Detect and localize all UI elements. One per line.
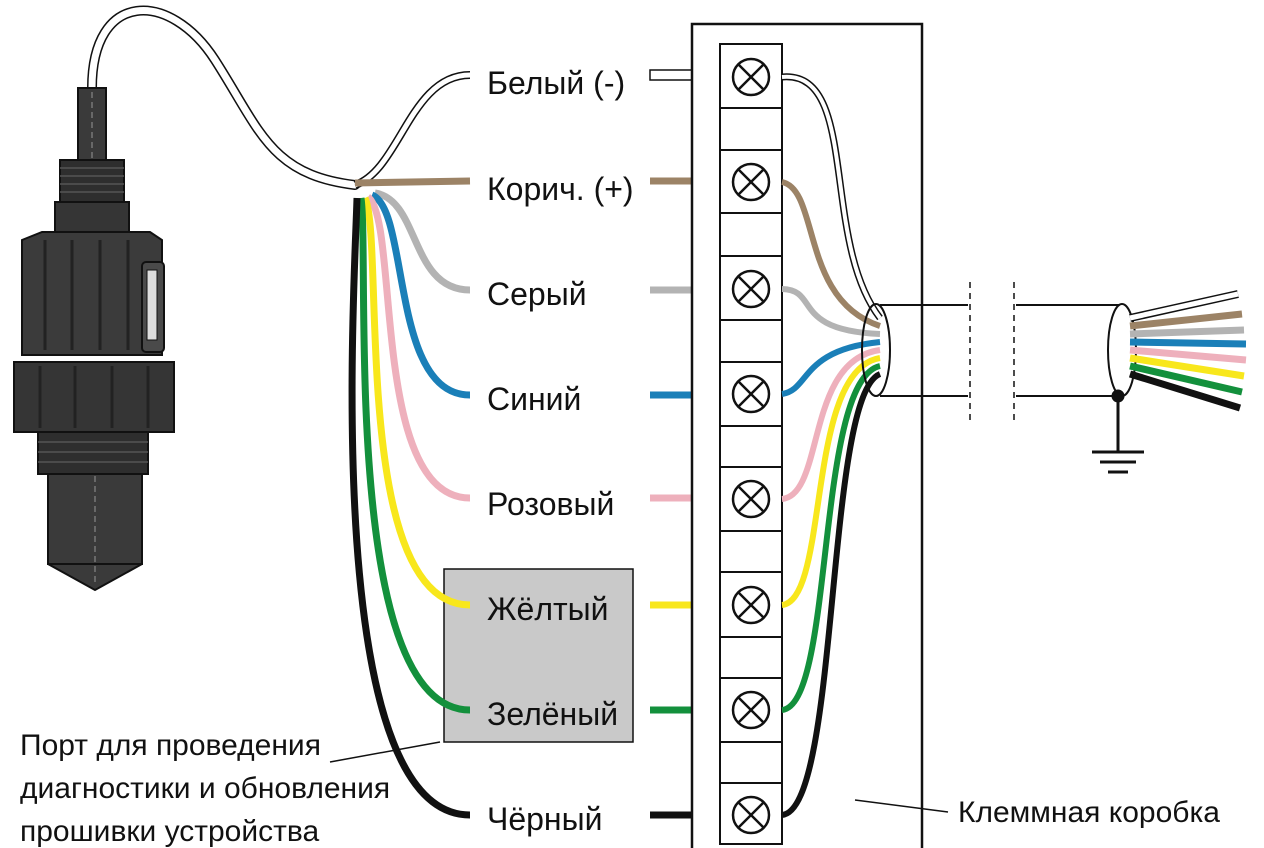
wire-label-blue: Синий — [487, 381, 581, 417]
diagnostic-port-box — [443, 568, 634, 743]
wire-label-brown: Корич. (+) — [487, 171, 634, 207]
sensor-wire-group — [348, 71, 471, 819]
wire-label-white: Белый (-) — [487, 65, 625, 101]
screw-icon — [731, 585, 771, 625]
screw-icon — [731, 690, 771, 730]
port-annotation-line3: прошивки устройства — [20, 815, 319, 848]
wire-white — [353, 71, 471, 189]
wire-gray — [374, 189, 471, 294]
wire-blue — [370, 191, 471, 399]
port-annotation-line1: Порт для проведения — [20, 729, 321, 762]
ground-icon — [1092, 389, 1144, 474]
screw-icon — [731, 795, 771, 835]
wire-green — [357, 197, 471, 714]
port-leader-line — [329, 741, 441, 763]
ultrasonic-sensor — [13, 5, 360, 592]
cable-entry — [861, 303, 891, 397]
wire-label-black: Чёрный — [487, 801, 602, 837]
terminal-input-stubs — [649, 69, 693, 819]
screw-icon — [731, 162, 771, 202]
screw-icon — [731, 479, 771, 519]
terminal-box-leader-line — [854, 799, 949, 813]
wire-brown — [354, 177, 471, 187]
wire-label-green: Зелёный — [487, 696, 618, 732]
wire-labels: Белый (-) Корич. (+) Серый Синий Розовый… — [487, 65, 634, 837]
screw-icon — [731, 374, 771, 414]
port-annotation-line2: диагностики и обновления — [20, 772, 390, 805]
wire-yellow — [361, 196, 471, 609]
screw-icon — [731, 269, 771, 309]
terminal-box-label: Клеммная коробка — [958, 796, 1220, 829]
wire-pink — [365, 194, 471, 502]
screw-icon — [731, 57, 771, 97]
wire-label-pink: Розовый — [487, 486, 614, 522]
internal-wires — [780, 73, 883, 818]
wire-black — [348, 197, 471, 819]
wire-label-gray: Серый — [487, 276, 587, 312]
wire-label-yellow: Жёлтый — [487, 591, 609, 627]
terminal-box — [690, 22, 924, 848]
outgoing-cable — [880, 282, 1247, 420]
terminal-screws — [731, 57, 771, 835]
